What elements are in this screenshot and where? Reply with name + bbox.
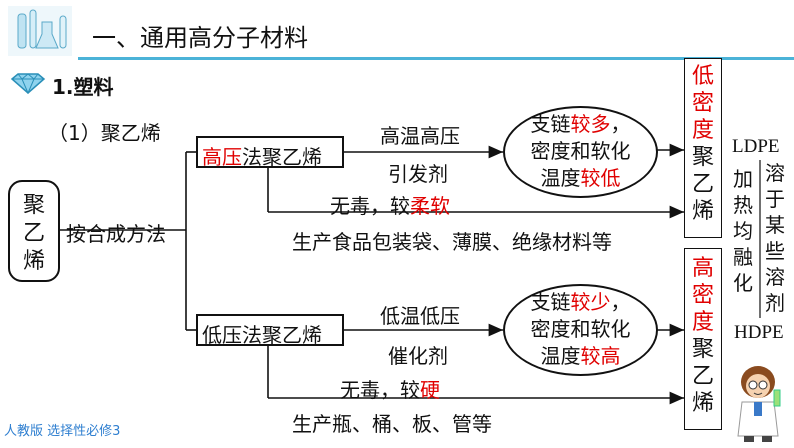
high-pressure-label-red: 高压 [202,145,242,169]
side-char: 化 [733,271,753,295]
high-property: 无毒，较柔软 [330,190,450,219]
low-property-red: 硬 [420,378,440,402]
ldpe-char: 聚 [691,145,714,170]
ellipse-text: 温度 [540,166,581,190]
hdpe-box: 高 密 度 聚 乙 烯 [684,248,722,430]
low-condition-2: 催化剂 [388,344,448,368]
side-char: 于 [765,187,785,211]
header-divider [78,57,794,60]
ellipse-text-red: 较低 [580,166,621,190]
ldpe-char: 乙 [691,172,714,197]
high-condition-2: 引发剂 [388,162,448,186]
low-property: 无毒，较硬 [340,374,440,403]
ellipse-text: ， [610,290,631,314]
side-char: 溶 [765,265,785,289]
hdpe-char-red: 密 [691,283,714,308]
low-property-text: 无毒，较 [340,378,420,402]
lab-glassware-icon [8,6,72,56]
hdpe-char: 聚 [691,337,714,362]
high-pressure-label: 法聚乙烯 [242,145,322,169]
footer-label: 人教版 选择性必修3 [4,424,121,439]
side-column-solvent: 溶 于 某 些 溶 剂 [760,160,790,316]
low-pressure-label: 低压法聚乙烯 [202,323,322,347]
high-structure-ellipse: 支链较多， 密度和软化 温度较低 [503,106,658,198]
section-title: 1.塑料 [52,75,114,99]
header-bar [0,0,794,60]
method-label: 按合成方法 [66,222,166,246]
root-char: 聚 [22,193,45,218]
side-column-melt: 加 热 均 融 化 [728,166,758,296]
page-title: 一、通用高分子材料 [92,24,308,52]
hdpe-char-red: 度 [691,310,714,335]
side-char: 加 [733,167,753,191]
ldpe-abbr: LDPE [732,136,780,157]
ldpe-char-red: 低 [691,64,714,89]
subsection-title: （1）聚乙烯 [48,121,161,145]
side-char: 剂 [765,291,785,315]
high-use: 生产食品包装袋、薄膜、绝缘材料等 [292,230,612,254]
hdpe-char: 乙 [691,364,714,389]
low-condition-1: 低温低压 [380,304,460,328]
hdpe-char: 烯 [691,391,714,416]
high-property-text: 无毒，较 [330,194,410,218]
hdpe-abbr: HDPE [734,322,784,343]
ldpe-char-red: 度 [691,118,714,143]
low-use: 生产瓶、桶、板、管等 [292,412,492,436]
root-box: 聚 乙 烯 [8,180,60,282]
ellipse-text: 支链 [530,112,571,136]
low-pressure-box: 低压法聚乙烯 [196,314,344,347]
high-condition-1: 高温高压 [380,124,460,148]
high-property-red: 柔软 [410,194,450,218]
ellipse-text-red: 较高 [580,344,621,368]
ellipse-text: ， [610,112,631,136]
ldpe-char: 烯 [691,199,714,224]
root-char: 乙 [22,221,45,246]
scientist-illustration [728,360,790,444]
ellipse-text: 温度 [540,344,581,368]
diamond-icon [8,72,48,95]
ellipse-text-red: 较少 [570,290,611,314]
high-pressure-box: 高压法聚乙烯 [196,136,344,169]
ldpe-char-red: 密 [691,91,714,116]
low-structure-ellipse: 支链较少， 密度和软化 温度较高 [503,284,658,376]
ellipse-text: 支链 [530,290,571,314]
hdpe-char-red: 高 [691,256,714,281]
side-char: 均 [733,219,753,243]
side-char: 溶 [765,161,785,185]
ldpe-box: 低 密 度 聚 乙 烯 [684,58,722,238]
ellipse-text-red: 较多 [570,112,611,136]
root-char: 烯 [22,249,45,274]
ellipse-text: 密度和软化 [530,139,631,163]
side-char: 某 [765,213,785,237]
ellipse-text: 密度和软化 [530,317,631,341]
side-char: 融 [733,245,753,269]
side-char: 些 [765,239,785,263]
side-char: 热 [733,193,753,217]
